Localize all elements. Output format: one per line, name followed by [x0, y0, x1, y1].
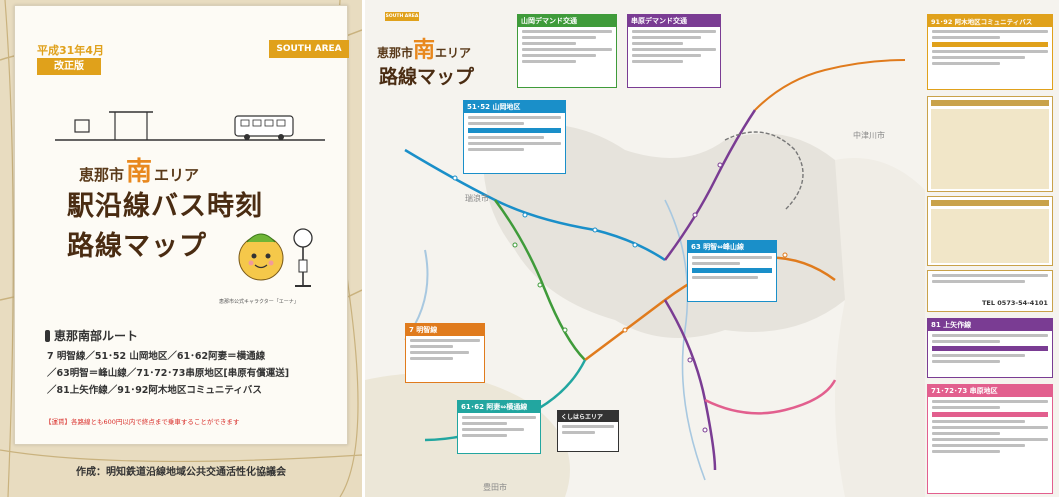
- route-51-52-line: [404, 148, 666, 262]
- kushibara-area-title: くしはらエリア: [558, 411, 618, 422]
- mascot-illustration: [238, 228, 313, 287]
- map-area-char: 南: [413, 37, 436, 63]
- map-area-suffix: エリア: [435, 46, 472, 60]
- route-51-52-box: 51･52 山岡地区: [463, 100, 566, 174]
- timetable-grid-upper: [927, 96, 1053, 192]
- south-area-tag: SOUTH AREA: [269, 40, 349, 58]
- route-7-title: 7 明智線: [406, 324, 484, 336]
- cover-date: 平成31年4月: [37, 44, 104, 57]
- kushibara-area-box: くしはらエリア: [557, 410, 619, 452]
- map-area-title: 恵那市南エリア: [377, 32, 471, 64]
- fare-note: 【運賃】各路線とも600円以内で終点まで乗車することができます: [45, 418, 240, 426]
- city-label-mizunami: 瑞浪市: [465, 194, 489, 203]
- cover-card: 平成31年4月 改正版 SOUTH AREA 恵那市南エリア 駅沿線バス時刻 路…: [14, 5, 349, 445]
- mascot-caption: 恵那市公式キャラクター「エーナ」: [219, 299, 299, 305]
- map-area-prefix: 恵那市: [377, 46, 414, 60]
- route-71-73-box: 71･72･73 串原地区: [927, 384, 1053, 494]
- route-61-62-box: 61･62 阿妻⇔横通線: [457, 400, 541, 454]
- cover-area-title: 恵那市南エリア: [79, 151, 199, 188]
- cover-footer: 作成：明知鉄道沿線地域公共交通活性化協議会: [76, 467, 286, 478]
- route-63-box: 63 明智⇔峰山線: [687, 240, 777, 302]
- notes-box: TEL 0573-54-4101: [927, 270, 1053, 312]
- route-line-3: ／81上矢作線／91･92阿木地区コミュニティバス: [47, 385, 262, 396]
- kushihara-demand-title: 串原デマンド交通: [628, 15, 720, 27]
- route-51-52-title: 51･52 山岡地区: [464, 101, 565, 113]
- route-heading: 恵那南部ルート: [45, 327, 138, 344]
- cover-area-char: 南: [126, 157, 153, 187]
- kushihara-demand-box: 串原デマンド交通: [627, 14, 721, 88]
- map-south-area-tag: SOUTH AREA: [385, 12, 419, 21]
- city-label-toyota: 豊田市: [483, 483, 507, 492]
- route-map-page: SOUTH AREA 恵那市南エリア 路線マップ 瑞浪市 中津川市 豊田市 山岡…: [365, 0, 1059, 497]
- route-71-73-line: [704, 379, 837, 415]
- route-7-line: [493, 199, 586, 361]
- cover-area-suffix: エリア: [154, 166, 200, 184]
- route-71-73-title: 71･72･73 串原地区: [928, 385, 1052, 397]
- route-line-1: 7 明智線／51･52 山岡地区／61･62阿妻＝横通線: [47, 351, 266, 362]
- tel-number: TEL 0573-54-4101: [982, 299, 1048, 307]
- yamaoka-demand-box: 山岡デマンド交通: [517, 14, 617, 88]
- route-81-title: 81 上矢作線: [928, 319, 1052, 331]
- city-label-nakatsugawa: 中津川市: [853, 131, 885, 140]
- timetable-grid-lower: [927, 196, 1053, 266]
- revised-badge: 改正版: [37, 58, 101, 75]
- cover-title-line1: 駅沿線バス時刻: [67, 191, 263, 222]
- route-7-box: 7 明智線: [405, 323, 485, 383]
- cover-area-prefix: 恵那市: [79, 166, 125, 184]
- route-91-92-title: 91･92 阿木地区コミュニティバス: [928, 15, 1052, 27]
- route-91-92-box: 91･92 阿木地区コミュニティバス: [927, 14, 1053, 90]
- route-81-line: [663, 109, 757, 261]
- cover-page: 平成31年4月 改正版 SOUTH AREA 恵那市南エリア 駅沿線バス時刻 路…: [0, 0, 362, 497]
- route-61-62-title: 61･62 阿妻⇔横通線: [458, 401, 540, 413]
- route-81-south-line: [663, 299, 717, 471]
- cover-title-line2: 路線マップ: [67, 231, 207, 262]
- map-title: 路線マップ: [379, 66, 475, 88]
- bus-stop-illustration: [55, 111, 325, 141]
- yamaoka-demand-title: 山岡デマンド交通: [518, 15, 616, 27]
- route-line-2: ／63明智＝峰山線／71･72･73串原地区[串原有償運送]: [47, 368, 290, 379]
- route-63-title: 63 明智⇔峰山線: [688, 241, 776, 253]
- route-91-92-line: [754, 59, 906, 111]
- route-81-box: 81 上矢作線: [927, 318, 1053, 378]
